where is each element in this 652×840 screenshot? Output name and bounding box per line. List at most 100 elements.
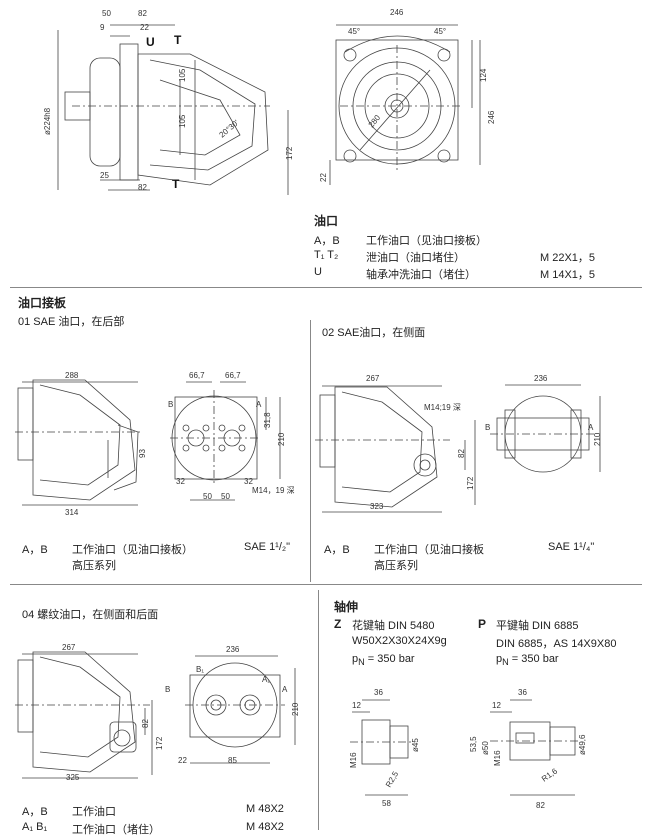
divider-vertical-mid [310, 320, 311, 582]
oil-ports-title: 油口 [314, 214, 339, 228]
dim-172-02: 172 [466, 476, 475, 490]
dim-314: 314 [65, 508, 79, 517]
dim-85: 85 [228, 756, 237, 765]
dim-32-b: 32 [244, 477, 253, 486]
row-t-code: T₁ T₂ [314, 249, 339, 261]
dim-172-04: 172 [155, 736, 164, 750]
dims-02: 267 323 82 172 M14;19 深 236 210 B A [366, 374, 602, 511]
dim-22-04: 22 [178, 756, 187, 765]
shaft-p-line2: DIN 6885，AS 14X9X80 [496, 638, 617, 650]
section-01-title: 01 SAE 油口，在后部 [18, 316, 125, 328]
dim-p-36: 36 [518, 688, 527, 697]
section-02-title: 02 SAE油口，在侧面 [322, 327, 426, 339]
label-m14-02: M14;19 深 [424, 403, 461, 412]
dim-236-02: 236 [534, 374, 548, 383]
dim-p-82: 82 [536, 801, 545, 810]
dim-66-a: 66,7 [189, 371, 205, 380]
legend02-value: SAE 1¹/₄" [548, 541, 595, 553]
dim-22: 22 [140, 23, 149, 32]
dim-210: 210 [277, 432, 286, 446]
dim-50: 50 [102, 9, 111, 18]
dim-236-04: 236 [226, 645, 240, 654]
dim-50-a: 50 [203, 492, 212, 501]
sec04-row2-value: M 48X2 [246, 821, 284, 833]
sec04-row1-desc: 工作油口 [72, 806, 116, 818]
row-ab-code: A，B [314, 235, 340, 247]
label-a-02: A [588, 423, 594, 432]
label-u: U [146, 35, 155, 49]
label-t-top: T [174, 33, 182, 47]
label-m14-01: M14，19 深 [252, 486, 295, 495]
row-u-value: M 14X1，5 [540, 269, 596, 281]
label-b1: B₁ [196, 665, 204, 674]
dims-04: 267 325 82 172 236 210 B₁ A₁ B A 22 85 [62, 643, 300, 782]
divider-top [10, 287, 642, 288]
dim-45-left: 45° [348, 27, 360, 36]
dim-p-50: ø50 [481, 741, 490, 755]
dim-267-04: 267 [62, 643, 76, 652]
dim-z-58: 58 [382, 799, 391, 808]
dim-p-r16: R1,6 [540, 766, 559, 783]
dims-top-right: 246 45° 45° 124 246 280 22 [319, 8, 496, 182]
legend02-desc2: 高压系列 [374, 560, 418, 572]
dim-p-12: 12 [492, 701, 501, 710]
shaft-z-pn: pN = 350 bar [352, 653, 415, 668]
row-u-code: U [314, 266, 322, 278]
dim-210-02: 210 [593, 432, 602, 446]
dim-82-b: 82 [138, 183, 147, 192]
shaft-p-pn: pN = 350 bar [496, 653, 559, 668]
dims-top-left: 50 82 9 22 U T 105 105 ø224h8 25 82 T 17… [43, 9, 294, 192]
label-b-04: B [165, 685, 170, 694]
dim-124: 124 [479, 68, 488, 82]
shaft-z-line1: 花键轴 DIN 5480 [352, 620, 435, 632]
plate-section-title: 油口接板 [18, 296, 67, 310]
dim-105-a: 105 [178, 68, 187, 82]
dim-325: 325 [66, 773, 80, 782]
shaft-p-line3: pN = 350 bar [496, 653, 559, 667]
row-t-value: M 22X1，5 [540, 252, 596, 264]
shaft-z-line3: pN = 350 bar [352, 653, 415, 667]
view-04-front [185, 655, 296, 764]
shaft-p-drawing [490, 699, 580, 796]
dim-66-b: 66,7 [225, 371, 241, 380]
top-side-view [57, 24, 289, 195]
dims-shaft-p: 36 12 53,5 ø50 ø49,6 M16 R1,6 82 [469, 688, 587, 810]
dim-9: 9 [100, 23, 105, 32]
label-b-02: B [485, 423, 490, 432]
section-04-title: 04 螺纹油口，在侧面和后面 [22, 609, 159, 621]
dim-z-36: 36 [374, 688, 383, 697]
dim-32-a: 32 [176, 477, 185, 486]
dim-105-b: 105 [178, 114, 187, 128]
dim-50-b: 50 [221, 492, 230, 501]
dim-p-m16: M16 [493, 750, 502, 766]
shaft-z-line2: W50X2X30X24X9g [352, 635, 447, 647]
view-04-side [15, 651, 153, 779]
label-a-01: A [256, 400, 262, 409]
legend02-desc1: 工作油口（见油口接板 [374, 544, 484, 556]
label-t-bottom: T [172, 177, 180, 191]
shaft-p-line1: 平键轴 DIN 6885 [496, 620, 579, 632]
label-a1: A₁ [262, 675, 270, 684]
row-u-desc: 轴承冲洗油口（堵住） [366, 269, 476, 281]
dim-82-04: 82 [141, 719, 150, 728]
dim-93: 93 [138, 449, 147, 458]
legend01-code: A，B [22, 544, 48, 556]
dim-172: 172 [285, 146, 294, 160]
shaft-z-drawing [350, 699, 415, 796]
label-a-04: A [282, 685, 288, 694]
sec04-row2-code: A₁ B₁ [22, 821, 48, 833]
dim-p-53: 53,5 [469, 736, 478, 752]
dim-246-top: 246 [390, 8, 404, 17]
dim-25: 25 [100, 171, 109, 180]
dim-z-m16: M16 [349, 752, 358, 768]
view-01-side [15, 379, 140, 506]
top-front-view [329, 24, 481, 185]
dim-82-02: 82 [457, 449, 466, 458]
dim-82: 82 [138, 9, 147, 18]
dim-288: 288 [65, 371, 79, 380]
label-b-01: B [168, 400, 173, 409]
legend01-desc1: 工作油口（见油口接板） [72, 544, 193, 556]
row-t-desc: 泄油口（油口堵住） [366, 252, 465, 264]
legend01-desc2: 高压系列 [72, 560, 116, 572]
